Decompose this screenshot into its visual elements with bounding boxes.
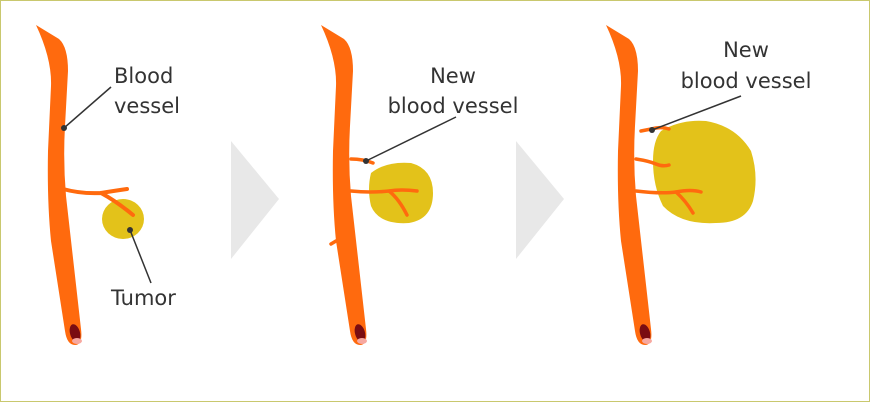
progress-arrow-1 bbox=[231, 141, 279, 259]
label-blood: Blood bbox=[114, 64, 173, 88]
leader-dot bbox=[649, 127, 655, 133]
leader-dot bbox=[61, 125, 67, 131]
branch-vessel bbox=[61, 187, 135, 217]
tumor-leader-line bbox=[129, 229, 152, 284]
tumor-large bbox=[653, 120, 756, 224]
tumor-small bbox=[102, 199, 144, 239]
tumor-medium bbox=[369, 162, 433, 224]
blood-vessel bbox=[606, 25, 653, 345]
label-new: New bbox=[723, 38, 769, 62]
blood-vessel bbox=[36, 25, 83, 345]
new-vessel-leader-line bbox=[365, 116, 457, 162]
new-branch-vessels bbox=[634, 125, 703, 215]
blood-vessel bbox=[321, 25, 368, 345]
leader-dot bbox=[127, 227, 133, 233]
panel-3: New blood vessel bbox=[606, 25, 811, 345]
panel-2: New blood vessel bbox=[321, 25, 518, 345]
vessel-leader-line bbox=[63, 86, 112, 129]
leader-dot bbox=[363, 158, 369, 164]
label-vessel: vessel bbox=[114, 94, 180, 118]
label-new: New bbox=[430, 64, 476, 88]
label-blood-vessel: blood vessel bbox=[388, 94, 519, 118]
progress-arrow-2 bbox=[516, 141, 564, 259]
label-blood-vessel: blood vessel bbox=[681, 69, 812, 93]
new-branch-vessels bbox=[329, 157, 419, 246]
new-vessel-leader-line bbox=[651, 95, 742, 131]
panel-1: Blood vessel Tumor bbox=[36, 25, 180, 345]
label-tumor: Tumor bbox=[110, 286, 176, 310]
